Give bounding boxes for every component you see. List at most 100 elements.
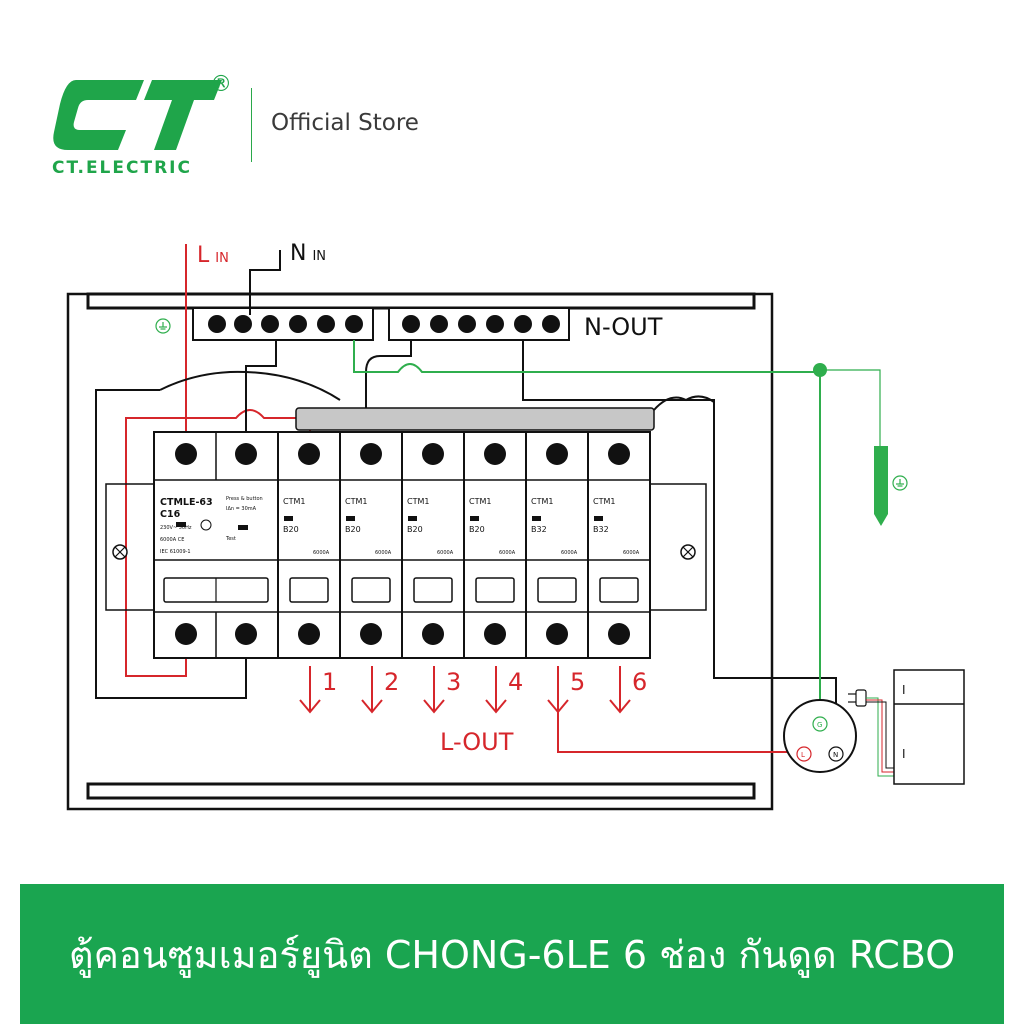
output-arrow-head bbox=[361, 699, 383, 714]
output-arrow-head bbox=[485, 699, 507, 714]
output-number: 6 bbox=[632, 668, 647, 696]
mcb-rating: B32 bbox=[593, 525, 609, 534]
neutral-bar-terminals bbox=[208, 315, 560, 333]
mcb-top-terminal bbox=[484, 443, 506, 465]
mcb-toggle bbox=[537, 577, 577, 603]
socket-ground-label: G bbox=[817, 721, 822, 729]
mcb-indicator bbox=[408, 516, 417, 521]
live-loop-wire bbox=[125, 417, 187, 677]
mcb-top-terminal bbox=[298, 443, 320, 465]
mcb-model: CTM1 bbox=[469, 497, 491, 506]
mcb-bottom-terminal bbox=[298, 623, 320, 645]
mounting-screw-left-icon bbox=[112, 544, 128, 560]
mounting-screw-right-icon bbox=[680, 544, 696, 560]
mcb-bottom-terminal bbox=[360, 623, 382, 645]
header-divider bbox=[251, 88, 252, 162]
mcb-capacity: 6000A bbox=[375, 550, 392, 556]
main-breaker-side-2: IΔn = 30mA bbox=[226, 506, 257, 512]
earth-rod bbox=[874, 446, 888, 526]
ct-logo bbox=[53, 80, 222, 150]
main-breaker-detail-2: 6000A CE bbox=[160, 537, 184, 543]
earth-symbol-icon bbox=[155, 318, 171, 334]
mcb-rating: B20 bbox=[407, 525, 423, 534]
mcb-top-terminal bbox=[608, 443, 630, 465]
output-arrow-head bbox=[299, 699, 321, 714]
mcb-indicator bbox=[346, 516, 355, 521]
refrigerator-icon: I I bbox=[893, 669, 965, 785]
mcb-toggle bbox=[599, 577, 639, 603]
mcb-rating: B20 bbox=[283, 525, 299, 534]
main-breaker-side-3: Test bbox=[225, 536, 236, 542]
mcb-breakers: CTM1B206000A1CTM1B206000A2CTM1B206000A3C… bbox=[277, 431, 651, 714]
neutral-bar-right bbox=[388, 307, 570, 341]
enclosure-top-rail bbox=[86, 292, 756, 310]
socket-live-label: L bbox=[801, 751, 805, 759]
output-number: 1 bbox=[322, 668, 337, 696]
mcb-indicator bbox=[594, 516, 603, 521]
output-arrow-head bbox=[609, 699, 631, 714]
brand-caption: CT.ELECTRIC bbox=[52, 158, 192, 178]
mcb-model: CTM1 bbox=[407, 497, 429, 506]
mcb-capacity: 6000A bbox=[437, 550, 454, 556]
mcb-indicator bbox=[532, 516, 541, 521]
l-out-label: L-OUT bbox=[440, 728, 514, 756]
output-number: 4 bbox=[508, 668, 523, 696]
mcb-bottom-terminal bbox=[546, 623, 568, 645]
plug-icon bbox=[848, 689, 896, 777]
mcb-model: CTM1 bbox=[531, 497, 553, 506]
registered-mark: ® bbox=[210, 72, 232, 97]
earth-wire bbox=[353, 340, 820, 373]
outlet-neutral-wire bbox=[522, 340, 837, 720]
mcb-capacity: 6000A bbox=[313, 550, 330, 556]
output-number: 3 bbox=[446, 668, 461, 696]
outlet-socket: G L N bbox=[783, 699, 857, 773]
mcb-model: CTM1 bbox=[345, 497, 367, 506]
n-in-wire bbox=[249, 250, 281, 315]
main-breaker-detail-3: IEC 61009-1 bbox=[160, 549, 191, 555]
main-neutral-wire bbox=[95, 389, 247, 699]
store-label: Official Store bbox=[271, 110, 419, 136]
fridge-handle-bottom: I bbox=[902, 747, 906, 761]
main-rcbo-breaker: CTMLE-63 C16 230V~ 50Hz 6000A CE IEC 610… bbox=[153, 431, 279, 659]
earth-rod-wire bbox=[820, 369, 881, 450]
mcb-toggle bbox=[351, 577, 391, 603]
mcb-model: CTM1 bbox=[283, 497, 305, 506]
mcb-capacity: 6000A bbox=[561, 550, 578, 556]
logo-c-shape bbox=[53, 80, 144, 150]
mcb-capacity: 6000A bbox=[499, 550, 516, 556]
busbar-cover bbox=[295, 407, 655, 431]
mcb-model: CTM1 bbox=[593, 497, 615, 506]
mcb-top-terminal bbox=[360, 443, 382, 465]
mcb-bottom-terminal bbox=[422, 623, 444, 645]
outlet-live-wire bbox=[557, 700, 796, 753]
mcb-indicator bbox=[470, 516, 479, 521]
mcb-rating: B32 bbox=[531, 525, 547, 534]
enclosure-bottom-rail bbox=[86, 782, 756, 800]
banner-title: ตู้คอนซูมเมอร์ยูนิต CHONG-6LE 6 ช่อง กัน… bbox=[68, 932, 956, 977]
neutral-return-wire bbox=[365, 340, 412, 410]
mcb-top-terminal bbox=[546, 443, 568, 465]
output-number: 5 bbox=[570, 668, 585, 696]
title-banner: ตู้คอนซูมเมอร์ยูนิต CHONG-6LE 6 ช่อง กัน… bbox=[20, 884, 1004, 1024]
main-breaker-rating: C16 bbox=[160, 509, 181, 520]
main-breaker-detail-1: 230V~ 50Hz bbox=[160, 525, 192, 531]
mcb-toggle bbox=[413, 577, 453, 603]
fridge-handle-top: I bbox=[902, 683, 906, 697]
output-arrow-head bbox=[547, 699, 569, 714]
cable-arc bbox=[159, 370, 341, 401]
main-breaker-side-1: Press & button bbox=[226, 496, 263, 502]
cable-arc-right bbox=[653, 395, 715, 411]
socket-neutral-label: N bbox=[833, 751, 838, 759]
n-out-label: N-OUT bbox=[584, 313, 663, 341]
mcb-top-terminal bbox=[422, 443, 444, 465]
mcb-bottom-terminal bbox=[484, 623, 506, 645]
mcb-rating: B20 bbox=[469, 525, 485, 534]
